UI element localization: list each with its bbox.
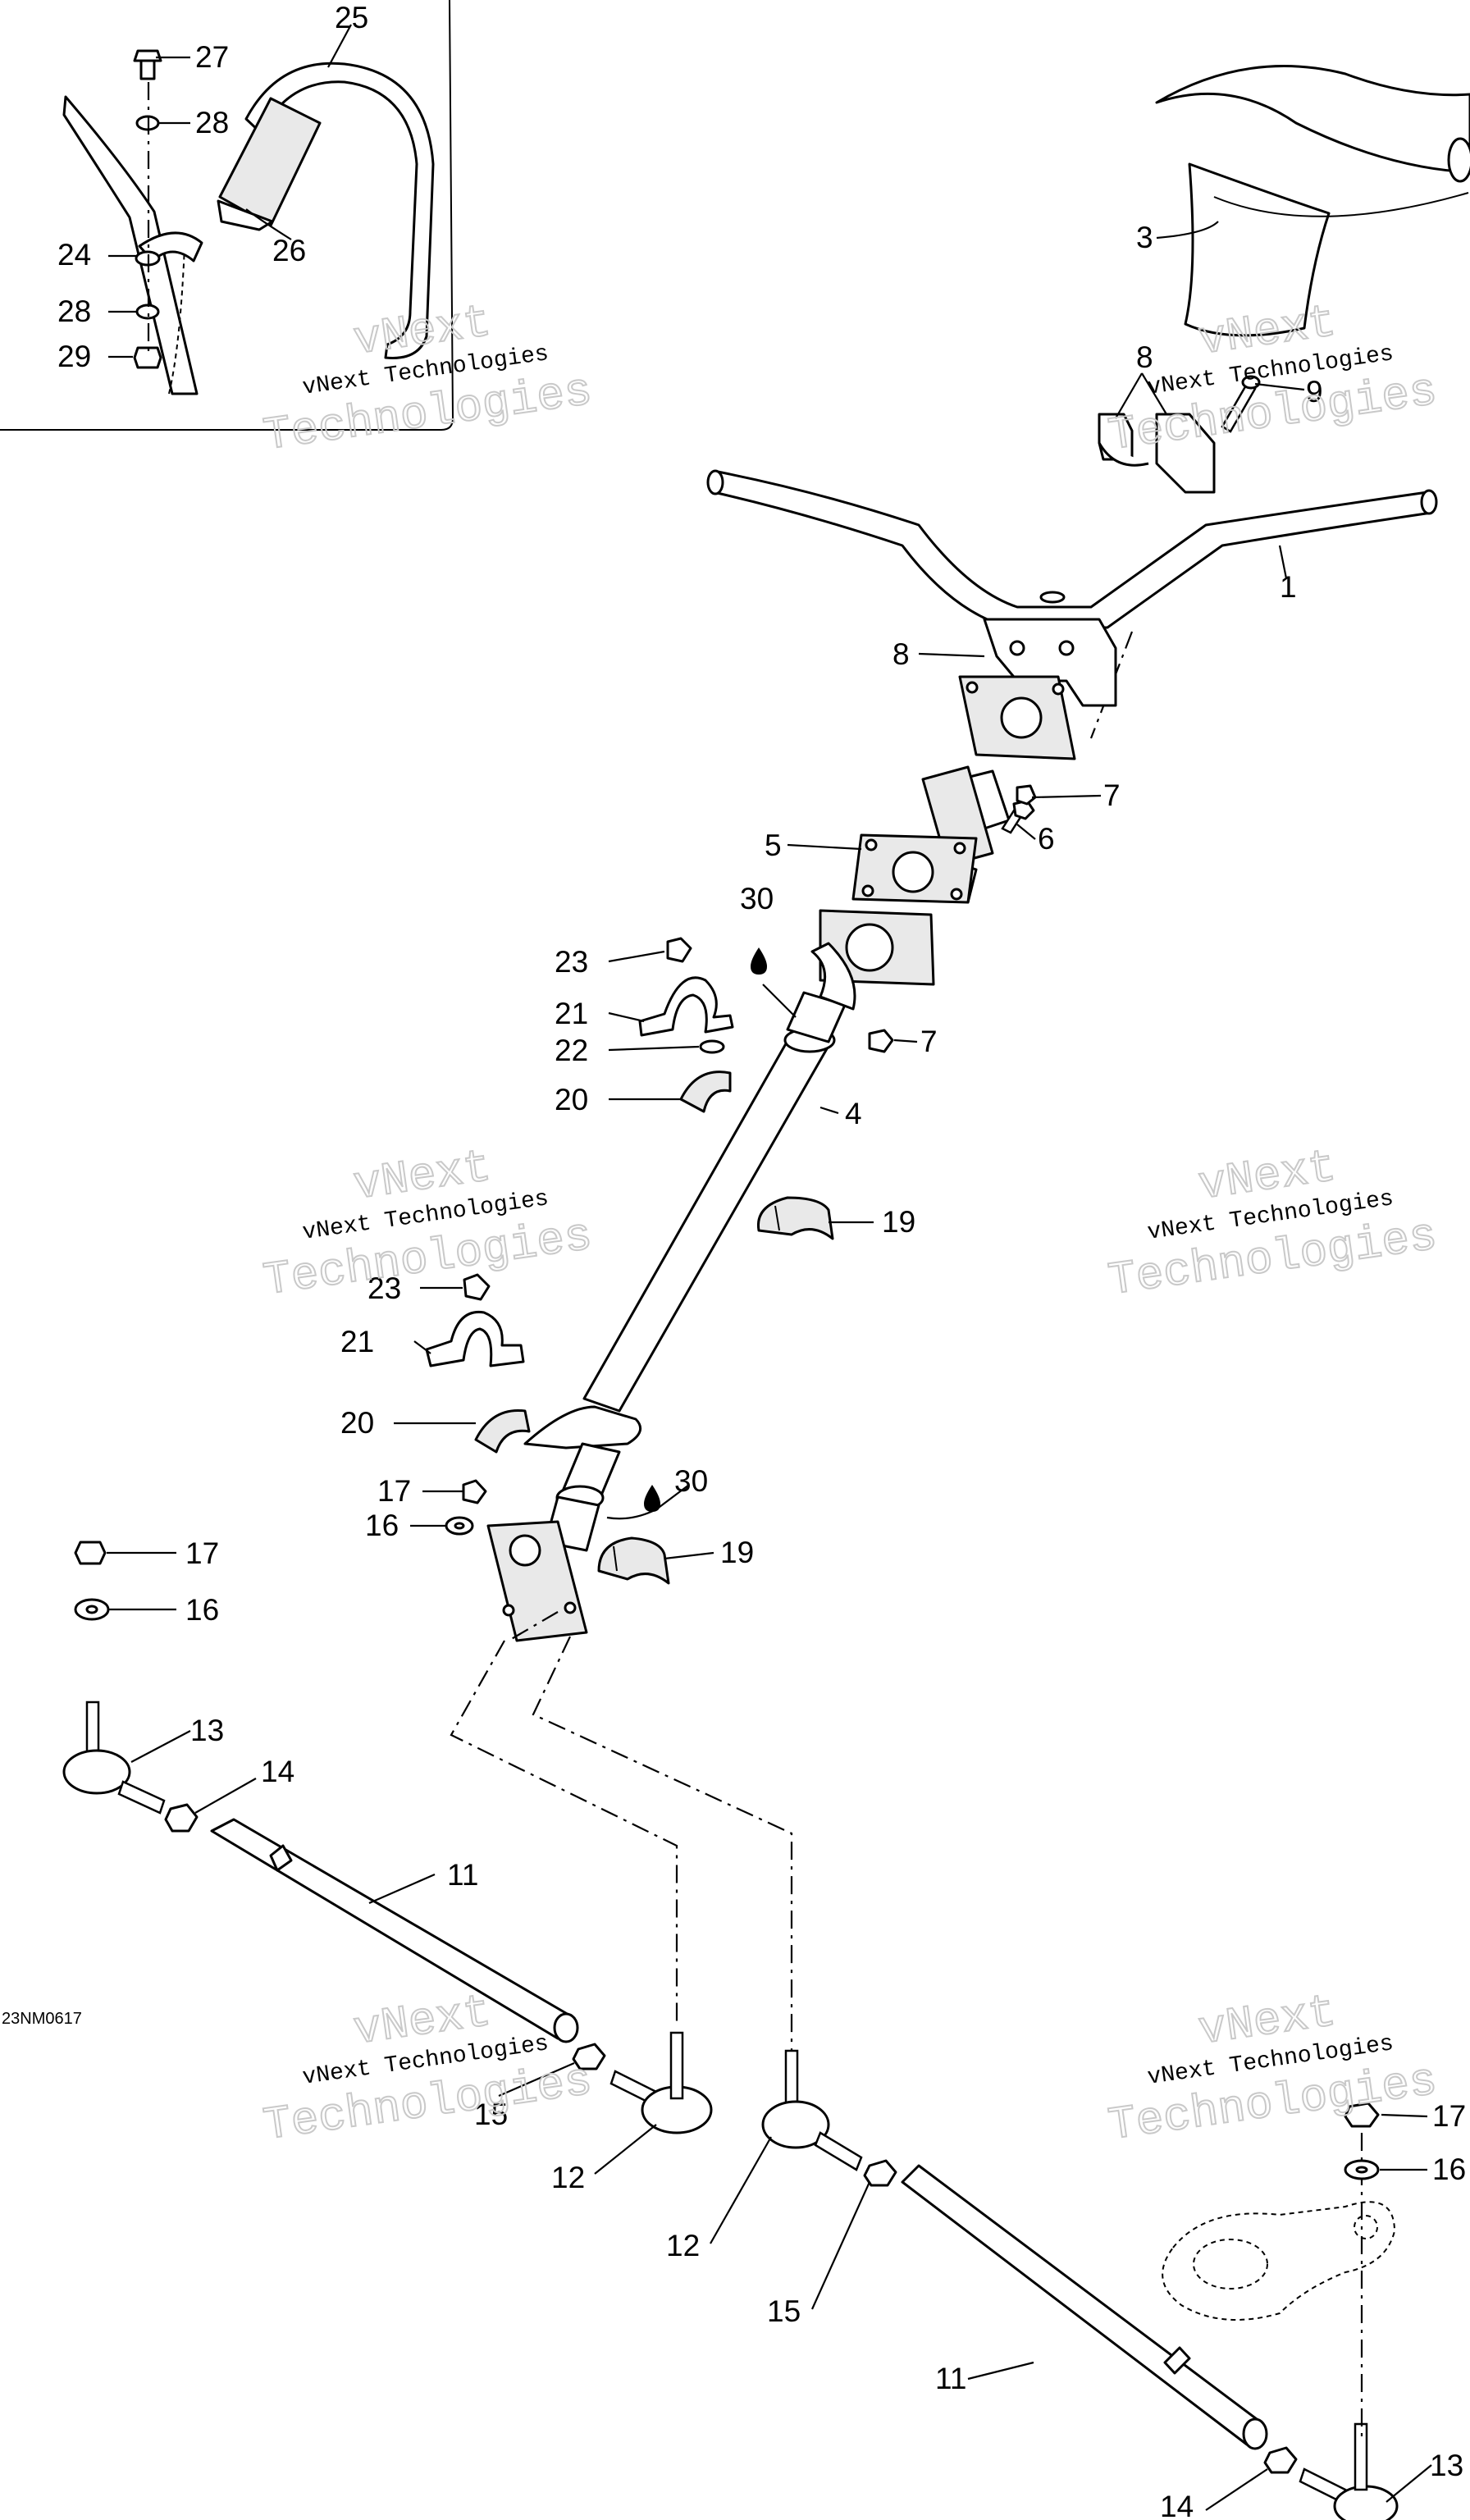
lubricant-drops [644,947,767,1512]
leader-lines [107,24,1432,2511]
callout-23: 23 [368,1271,401,1305]
callout-8: 8 [1136,340,1153,374]
callout-9: 9 [1306,375,1323,409]
riser-clamps-top [1098,375,1261,494]
watermark: vNext vNext Technologies Technologies [259,1140,596,1308]
tie-rod-right [761,2049,1399,2520]
handlebar [706,469,1438,739]
callout-12: 12 [551,2161,585,2194]
callout-16: 16 [185,1593,219,1627]
steering-column [486,942,856,1642]
callout-29: 29 [57,340,91,373]
callout-13: 13 [1430,2449,1463,2482]
callout-1: 1 [1280,570,1297,604]
callout-3: 3 [1136,221,1153,254]
watermark: vNext vNext Technologies Technologies [1104,1985,1440,2153]
callout-24: 24 [57,238,91,272]
callout-7: 7 [1103,778,1121,812]
drawing-code: 23NM0617 [2,2010,82,2028]
callout-11: 11 [447,1858,478,1892]
callout-28: 28 [57,294,91,328]
riser-assembly [819,618,1117,1053]
callout-8: 8 [892,637,910,671]
callout-19: 19 [882,1205,915,1239]
watermarks: vNext vNext Technologies Technologies vN… [259,295,1440,2153]
callout-7: 7 [920,1025,938,1058]
callout-20: 20 [555,1083,588,1116]
callout-22: 22 [555,1034,588,1067]
callout-4: 4 [845,1097,862,1130]
callout-25: 25 [335,1,368,34]
callout-15: 15 [474,2098,508,2131]
column-support-upper [638,937,834,1240]
callout-12: 12 [666,2229,700,2262]
callout-16: 16 [1432,2152,1466,2186]
callout-28: 28 [195,106,229,139]
column-support-middle [425,1273,670,1585]
callout-20: 20 [340,1406,374,1440]
watermark: vNext vNext Technologies Technologies [1104,1140,1440,1308]
callout-15: 15 [767,2294,801,2328]
callout-27: 27 [195,40,229,74]
callout-14: 14 [261,1755,294,1788]
callout-17: 17 [377,1474,411,1508]
oil-drop-icon [644,1485,660,1512]
tie-rod-left [62,1541,713,2134]
callout-21: 21 [340,1325,374,1358]
handle-grip [1155,65,1470,337]
alignment-lines [450,1611,793,2051]
callout-23: 23 [555,945,588,979]
callout-16: 16 [365,1509,399,1542]
callout-17: 17 [185,1536,219,1570]
oil-drop-icon [751,947,767,975]
callout-17: 17 [1432,2099,1466,2133]
inset-detail [0,0,454,431]
callout-26: 26 [272,234,306,267]
callout-14: 14 [1160,2490,1194,2520]
callout-13: 13 [190,1714,224,1747]
callout-11: 11 [935,2362,966,2395]
watermark: vNext vNext Technologies Technologies [259,295,596,463]
callout-5: 5 [765,829,782,862]
callout-30: 30 [740,882,774,915]
callout-21: 21 [555,997,588,1030]
callout-19: 19 [720,1536,754,1569]
callout-6: 6 [1038,822,1055,856]
callout-30: 30 [674,1464,708,1498]
